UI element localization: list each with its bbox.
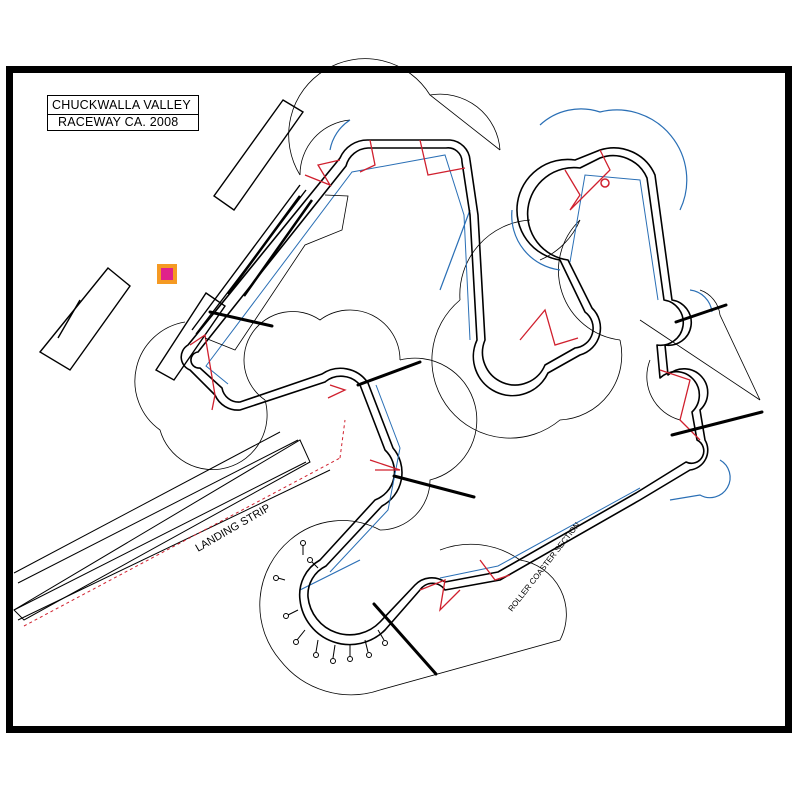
paddock-buildings — [38, 99, 307, 381]
view-lines — [208, 303, 764, 676]
landing-strip — [13, 419, 346, 627]
service-building — [155, 292, 226, 381]
title-line-2: RACEWAY CA. 2008 — [48, 114, 198, 130]
race-track — [180, 139, 709, 646]
roller-coaster-label: ROLLER COASTER SECTION — [506, 520, 581, 613]
pit-lane — [226, 195, 314, 297]
turn-marker — [600, 178, 610, 188]
tower-marker-core — [161, 268, 173, 280]
runoff-lines — [299, 108, 731, 591]
map-frame: CHUCKWALLA VALLEY RACEWAY CA. 2008 — [6, 66, 792, 733]
title-box: CHUCKWALLA VALLEY RACEWAY CA. 2008 — [47, 95, 199, 131]
pit-lane-outline — [204, 194, 349, 351]
track-outer-edge — [180, 139, 709, 646]
title-line-1: CHUCKWALLA VALLEY — [52, 98, 191, 112]
track-inner-edge — [190, 147, 705, 636]
outer-arcs — [134, 58, 761, 696]
garage-building — [38, 267, 131, 371]
braking-markers — [189, 139, 701, 612]
pit-building — [213, 99, 305, 211]
track-runoff-line — [205, 154, 659, 579]
landing-strip-label: LANDING STRIP — [194, 502, 273, 555]
fence-posts — [273, 540, 388, 664]
